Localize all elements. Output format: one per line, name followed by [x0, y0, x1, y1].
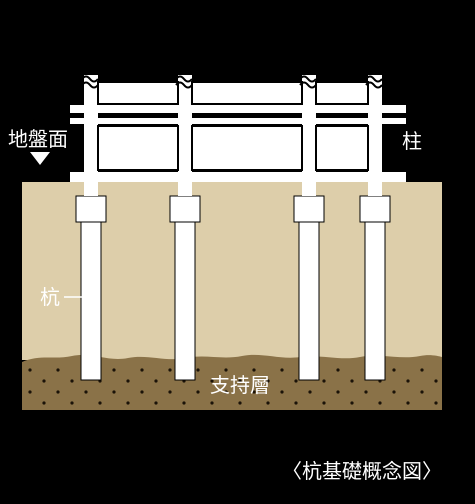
- panel-4: [97, 125, 179, 171]
- bearing-layer-dot: [420, 390, 424, 394]
- bearing-layer-dot: [98, 401, 102, 405]
- bearing-layer-dot: [434, 401, 438, 405]
- bearing-layer-dot: [322, 379, 326, 383]
- bearing-layer-dot: [308, 390, 312, 394]
- bearing-layer-dot: [84, 390, 88, 394]
- bearing-layer-dot: [112, 390, 116, 394]
- bearing-layer: [22, 354, 442, 410]
- bearing-layer-dot: [28, 390, 32, 394]
- bearing-layer-dot: [70, 379, 74, 383]
- bearing-layer-dot: [126, 379, 130, 383]
- column-label: 柱: [402, 129, 422, 153]
- building-frame: [70, 105, 406, 182]
- wall-panels: [97, 81, 369, 171]
- bearing-layer-dot: [406, 379, 410, 383]
- beam-1: [70, 118, 406, 124]
- pile-cap-3: [293, 195, 325, 223]
- bearing-layer-dot: [112, 368, 116, 372]
- bearing-layer-dot: [168, 390, 172, 394]
- caption: 〈杭基礎概念図〉: [282, 459, 442, 483]
- bearing-layer-dot: [210, 379, 214, 383]
- bearing-layer-dot: [406, 401, 410, 405]
- pile-1: [80, 221, 102, 381]
- bearing-layer-dot: [378, 401, 382, 405]
- bearing-layer-dot: [42, 379, 46, 383]
- piles: [80, 221, 386, 381]
- bearing-layer-dot: [322, 401, 326, 405]
- bearing-layer-dot: [126, 401, 130, 405]
- pile-cap-1: [75, 195, 107, 223]
- pile-2: [174, 221, 196, 381]
- bearing-layer-dot: [210, 401, 214, 405]
- panel-5: [191, 125, 303, 171]
- columns: [84, 75, 382, 183]
- bearing-layer-dot: [252, 390, 256, 394]
- column-1: [84, 75, 98, 183]
- bearing-layer-dot: [280, 390, 284, 394]
- bearing-layer-label: 支持層: [210, 373, 270, 397]
- bearing-layer-dot: [434, 379, 438, 383]
- bearing-layer-dot: [70, 401, 74, 405]
- bearing-layer-dot: [266, 401, 270, 405]
- panel-3: [315, 81, 369, 105]
- column-break-marks: [81, 75, 383, 89]
- bearing-layer-dot: [224, 368, 228, 372]
- bearing-layer-dot: [420, 368, 424, 372]
- pile-cap-2: [169, 195, 201, 223]
- bearing-layer-dot: [294, 379, 298, 383]
- column-4: [368, 75, 382, 183]
- bearing-layer-dot: [238, 401, 242, 405]
- cap-stubs: [84, 182, 382, 196]
- bearing-layer-dot: [336, 390, 340, 394]
- bearing-layer-dot: [350, 401, 354, 405]
- bearing-layer-dot: [196, 368, 200, 372]
- bearing-layer-dot: [154, 379, 158, 383]
- bearing-layer-dot: [224, 390, 228, 394]
- pile-3: [298, 221, 320, 381]
- bearing-layer-dot: [350, 379, 354, 383]
- panel-6: [315, 125, 369, 171]
- bearing-layer-dot: [252, 368, 256, 372]
- bearing-layer-dot: [182, 401, 186, 405]
- bearing-layer-dot: [294, 401, 298, 405]
- ground-surface-label: 地盤面: [8, 127, 68, 151]
- bearing-layer-dot: [168, 368, 172, 372]
- pile-4: [364, 221, 386, 381]
- column-3: [302, 75, 316, 183]
- bearing-layer-dot: [56, 368, 60, 372]
- ground-slab: [70, 172, 406, 182]
- pile-label: 杭: [40, 285, 60, 309]
- bearing-layer-dot: [392, 368, 396, 372]
- pile-caps: [75, 195, 391, 223]
- bearing-layer-dot: [154, 401, 158, 405]
- bearing-layer-dot: [392, 390, 396, 394]
- bearing-layer-dot: [140, 390, 144, 394]
- upper-slab: [70, 105, 406, 113]
- panel-2: [191, 81, 303, 105]
- ground-surface-marker-icon: [30, 152, 50, 165]
- bearing-layer-dot: [364, 390, 368, 394]
- bearing-layer-dot: [336, 368, 340, 372]
- column-2: [178, 75, 192, 183]
- panel-1: [97, 81, 179, 105]
- bearing-layer-dot: [140, 368, 144, 372]
- bearing-layer-dot: [238, 379, 242, 383]
- bearing-layer-dot: [280, 368, 284, 372]
- pile-cap-4: [359, 195, 391, 223]
- bearing-layer-dot: [42, 401, 46, 405]
- bearing-layer-dot: [196, 390, 200, 394]
- bearing-layer-dot: [56, 390, 60, 394]
- bearing-layer-dot: [266, 379, 270, 383]
- bearing-layer-dot: [28, 368, 32, 372]
